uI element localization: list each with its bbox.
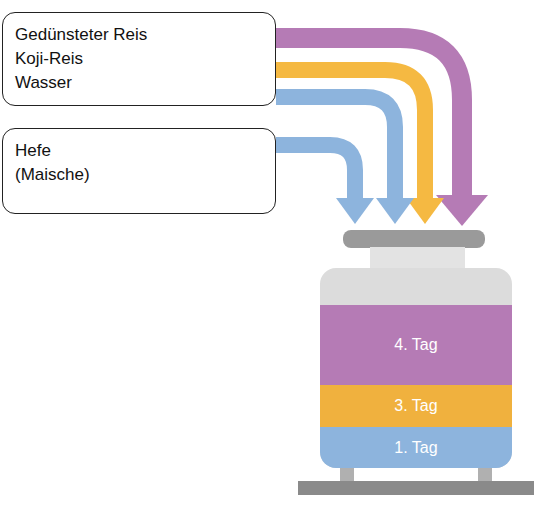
rice-arrow	[276, 38, 462, 197]
day-band: 4. Tag	[320, 305, 512, 385]
ingredient-text: Hefe (Maische)	[15, 139, 110, 187]
day-label: 4. Tag	[394, 336, 437, 354]
tank-leg	[478, 466, 492, 482]
arrow-head	[406, 198, 444, 224]
ingredient-text: Gedünsteter Reis	[15, 23, 263, 47]
ingredient-box: Hefe (Maische)	[2, 128, 276, 214]
base-plate	[298, 481, 534, 495]
tank-leg	[340, 466, 354, 482]
day-band: 3. Tag	[320, 385, 512, 427]
arrow-head	[436, 195, 488, 226]
water-arrow	[276, 97, 395, 200]
yeast-arrow	[276, 145, 355, 200]
ingredient-text: Koji-Reis	[15, 47, 263, 71]
tank-lid	[343, 230, 485, 248]
koji-arrow	[276, 70, 425, 200]
ingredient-arrows	[276, 38, 462, 200]
day-label: 3. Tag	[394, 397, 437, 415]
arrow-head	[376, 198, 414, 224]
ingredient-box: Gedünsteter ReisKoji-ReisWasser	[2, 12, 276, 106]
ingredient-text: Wasser	[15, 71, 263, 95]
day-label: 1. Tag	[394, 439, 437, 457]
day-band: 1. Tag	[320, 427, 512, 468]
tank-body	[320, 268, 512, 468]
arrow-head	[336, 198, 374, 224]
